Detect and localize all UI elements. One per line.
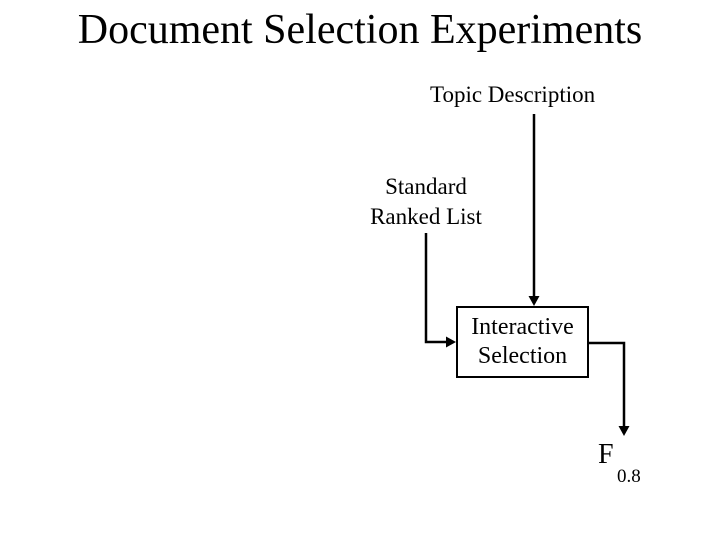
node-interactive-selection: Interactive Selection	[456, 306, 589, 378]
result-metric-symbol: F	[598, 439, 614, 470]
arrow-interactive-to-result-icon	[589, 341, 630, 436]
node-interactive-selection-line1: Interactive	[471, 314, 574, 340]
node-interactive-selection-line2: Selection	[477, 343, 568, 369]
result-metric-subscript: 0.8	[617, 466, 641, 487]
node-standard-ranked-list: Standard Ranked List	[344, 172, 508, 232]
arrow-topic-to-interactive-icon	[528, 114, 540, 306]
node-topic-description: Topic Description	[430, 82, 596, 107]
slide-title: Document Selection Experiments	[77, 7, 643, 53]
arrow-ranked-list-to-interactive-icon	[424, 233, 456, 348]
node-standard-ranked-list-line2: Ranked List	[370, 204, 482, 229]
node-standard-ranked-list-line1: Standard	[385, 174, 467, 199]
